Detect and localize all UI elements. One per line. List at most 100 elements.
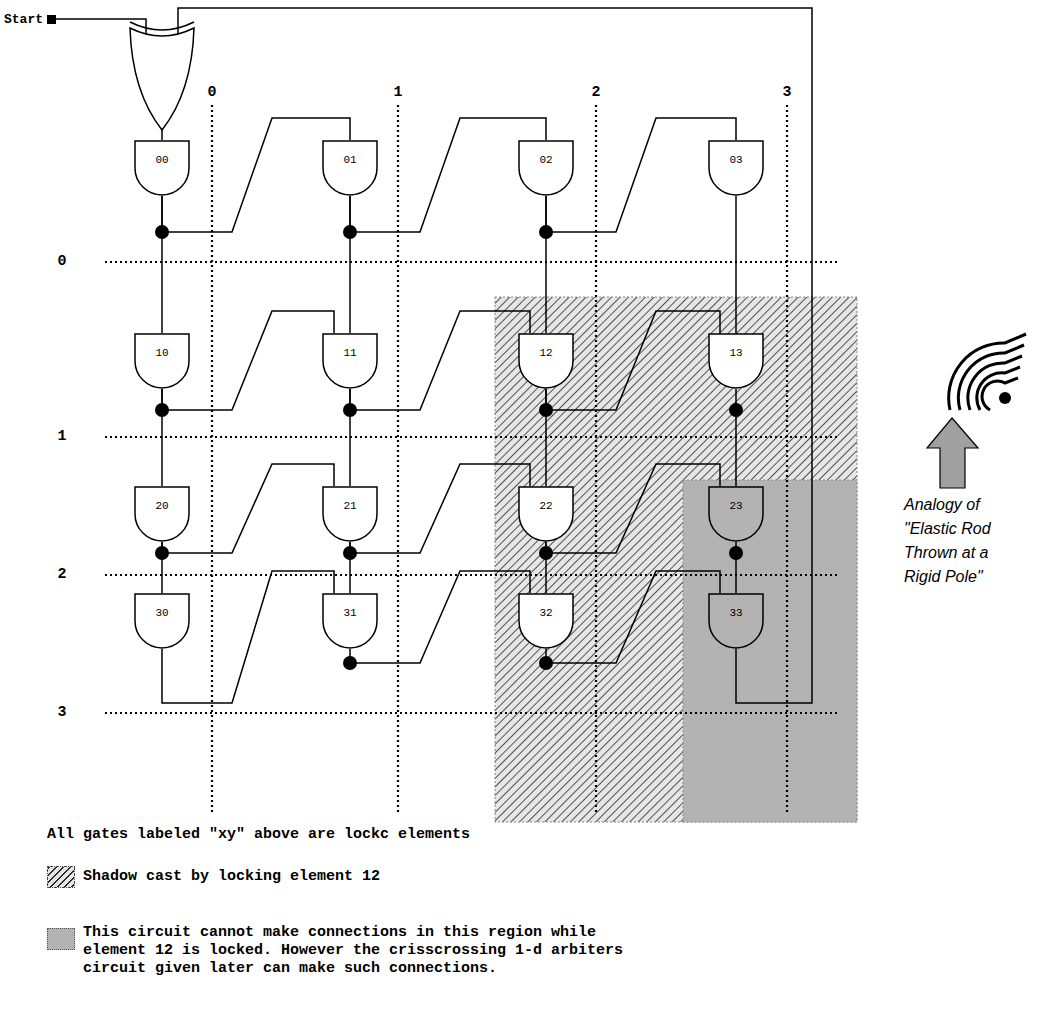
- lockc-gate: 13: [708, 333, 764, 389]
- label-holder: 0: [50, 253, 74, 271]
- gate-outline: [322, 486, 378, 542]
- legend-holder: This circuit cannot make connections in …: [83, 924, 628, 978]
- junction-dot: [729, 403, 743, 417]
- signal-wire: [162, 118, 350, 232]
- gate-label: 10: [134, 333, 190, 360]
- gate-label: 33: [708, 593, 764, 620]
- input-name: Start: [4, 12, 43, 28]
- gate-label: 20: [134, 486, 190, 513]
- feedback-wire: [56, 8, 812, 703]
- column-index: 1: [383, 84, 413, 102]
- label-holder: 2: [581, 84, 611, 102]
- lockc-gate: 32: [518, 593, 574, 649]
- gate-outline: [708, 140, 764, 196]
- gate-label: 11: [322, 333, 378, 360]
- column-index: 2: [581, 84, 611, 102]
- gate-label: 12: [518, 333, 574, 360]
- label-holder: 1: [50, 428, 74, 446]
- junction-dot: [155, 546, 169, 560]
- gate-outline: [708, 593, 764, 649]
- row-index: 1: [50, 428, 74, 446]
- lockc-gate: 11: [322, 333, 378, 389]
- row-index: 3: [50, 704, 74, 722]
- gate-outline: [134, 140, 190, 196]
- lockc-gate: 20: [134, 486, 190, 542]
- or-gate: [130, 22, 194, 130]
- gate-label: 03: [708, 140, 764, 167]
- lockc-gate: 33: [708, 593, 764, 649]
- column-index: 0: [197, 84, 227, 102]
- gate-label: 02: [518, 140, 574, 167]
- rod-icon: [949, 334, 1026, 410]
- signal-wire: [735, 196, 737, 333]
- junction-dot: [729, 546, 743, 560]
- lockc-gate: 02: [518, 140, 574, 196]
- label-holder: 0: [197, 84, 227, 102]
- analogy-caption: Analogy of "Elastic Rod Thrown at a Rigi…: [904, 493, 1022, 589]
- row-index: 2: [50, 566, 74, 584]
- gate-outline: [518, 140, 574, 196]
- label-holder: 2: [50, 566, 74, 584]
- gate-outline: [134, 593, 190, 649]
- label-holder: 3: [50, 704, 74, 722]
- gate-label: 22: [518, 486, 574, 513]
- gate-outline: [518, 333, 574, 389]
- gate-outline: [518, 593, 574, 649]
- lockc-gate: 21: [322, 486, 378, 542]
- lockc-gate: 30: [134, 593, 190, 649]
- lockc-gate: 03: [708, 140, 764, 196]
- column-index: 3: [772, 84, 802, 102]
- gate-outline: [708, 333, 764, 389]
- gate-label: 21: [322, 486, 378, 513]
- junction-dot: [343, 656, 357, 670]
- junction-dot: [343, 546, 357, 560]
- wire-group: [162, 118, 736, 703]
- pole-icon: [999, 392, 1011, 404]
- gate-outline: [708, 486, 764, 542]
- grid-line: [105, 105, 840, 815]
- gate-label: 32: [518, 593, 574, 620]
- lockc-gate: 01: [322, 140, 378, 196]
- lockc-gate: 00: [134, 140, 190, 196]
- lockc-gate: 10: [134, 333, 190, 389]
- lockc-gate: 22: [518, 486, 574, 542]
- label-holder: 3: [772, 84, 802, 102]
- gate-label: 30: [134, 593, 190, 620]
- gate-label: 00: [134, 140, 190, 167]
- junction-dots: [155, 225, 743, 670]
- gate-outline: [322, 593, 378, 649]
- gate-outline: [518, 486, 574, 542]
- lockc-gate: 31: [322, 593, 378, 649]
- label-holder: 1: [383, 84, 413, 102]
- gate-outline: [134, 486, 190, 542]
- label-holder: All gates labeled "xy" above are lockc e…: [47, 826, 470, 844]
- junction-dot: [155, 225, 169, 239]
- gate-outline: [322, 333, 378, 389]
- signal-wire: [546, 118, 736, 232]
- lockc-gate: 12: [518, 333, 574, 389]
- gate-label: 01: [322, 140, 378, 167]
- legend-text: This circuit cannot make connections in …: [83, 924, 628, 978]
- note-text: All gates labeled "xy" above are lockc e…: [47, 826, 470, 844]
- junction-dot: [539, 403, 553, 417]
- junction-dot: [539, 225, 553, 239]
- gate-label: 31: [322, 593, 378, 620]
- gate-label: 23: [708, 486, 764, 513]
- legend-holder: Shadow cast by locking element 12: [83, 868, 643, 886]
- signal-wire: [350, 118, 546, 232]
- label-holder: Start: [4, 12, 43, 28]
- gate-label: 13: [708, 333, 764, 360]
- shadow-region: [495, 297, 857, 822]
- junction-dot: [343, 225, 357, 239]
- junction-dot: [343, 403, 357, 417]
- label-holder: Analogy of "Elastic Rod Thrown at a Rigi…: [904, 493, 1022, 589]
- blocked-region: [683, 480, 857, 822]
- junction-dot: [539, 546, 553, 560]
- color-swatch: [47, 928, 75, 950]
- up-arrow: [927, 418, 978, 488]
- row-index: 0: [50, 253, 74, 271]
- junction-dot: [155, 403, 169, 417]
- input-terminal: [47, 15, 56, 24]
- hatch-swatch: [47, 866, 75, 888]
- signal-wire: [162, 571, 334, 703]
